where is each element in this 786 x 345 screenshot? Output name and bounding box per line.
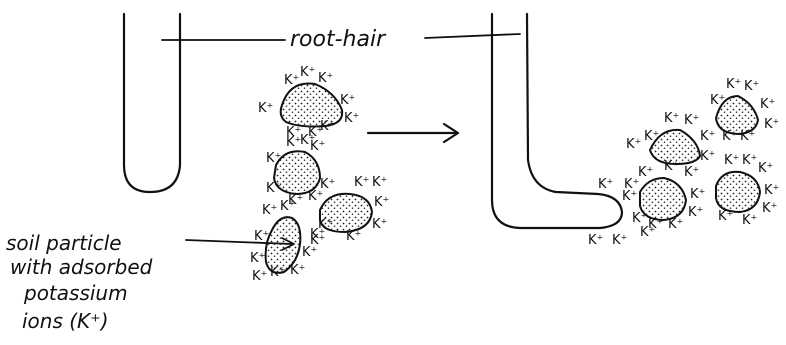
potassium-ion-label: K⁺	[622, 189, 637, 204]
potassium-ion-label: K⁺	[258, 101, 273, 116]
potassium-ion-label: K⁺	[758, 161, 773, 176]
potassium-ion-label: K⁺	[684, 113, 699, 128]
potassium-ion-label: K⁺	[612, 233, 627, 248]
potassium-ion-label: K⁺	[700, 149, 715, 164]
potassium-ion-label: K⁺	[638, 165, 653, 180]
potassium-ion-label: K⁺	[320, 177, 335, 192]
potassium-ion-label: K⁺	[688, 205, 703, 220]
potassium-ion-label: K⁺	[310, 233, 325, 248]
potassium-ion-label: K⁺	[640, 225, 655, 240]
potassium-ion-label: K⁺	[664, 111, 679, 126]
root-hair-leader-right	[425, 34, 520, 38]
potassium-ion-label: K⁺	[266, 151, 281, 166]
potassium-ion-label: K⁺	[744, 79, 759, 94]
potassium-ion-label: K⁺	[346, 229, 361, 244]
potassium-ion-label: K⁺	[372, 175, 387, 190]
potassium-ion-label: K⁺	[252, 269, 267, 284]
potassium-ion-label: K⁺	[266, 181, 281, 196]
potassium-ion-label: K⁺	[344, 111, 359, 126]
soil-label-line1: soil particle	[6, 231, 122, 255]
potassium-ion-label: K⁺	[742, 153, 757, 168]
potassium-ion-label: K⁺	[280, 199, 295, 214]
potassium-ion-label: K⁺	[742, 213, 757, 228]
potassium-ion-label: K⁺	[250, 251, 265, 266]
potassium-ion-label: K⁺	[710, 93, 725, 108]
potassium-ion-label: K⁺	[740, 129, 755, 144]
potassium-ion-label: K⁺	[684, 165, 699, 180]
potassium-ion-label: K⁺	[664, 159, 679, 174]
potassium-ion-label: K⁺	[762, 201, 777, 216]
soil-particle-right-4	[716, 172, 760, 212]
potassium-ion-label: K⁺	[254, 229, 269, 244]
potassium-ion-label: K⁺	[588, 233, 603, 248]
potassium-ion-label: K⁺	[718, 209, 733, 224]
potassium-ion-label: K⁺	[598, 177, 613, 192]
potassium-ion-label: K⁺	[724, 153, 739, 168]
potassium-ion-label: K⁺	[764, 117, 779, 132]
potassium-ion-label: K⁺	[764, 183, 779, 198]
potassium-ion-label: K⁺	[320, 119, 335, 134]
potassium-ion-label: K⁺	[354, 175, 369, 190]
potassium-ion-label: K⁺	[726, 77, 741, 92]
potassium-ion-label: K⁺	[262, 203, 277, 218]
process-arrow	[368, 124, 458, 142]
potassium-ion-label: K⁺	[372, 217, 387, 232]
potassium-ion-label: K⁺	[632, 211, 647, 226]
potassium-ion-label: K⁺	[700, 129, 715, 144]
potassium-ion-label: K⁺	[300, 65, 315, 80]
potassium-ion-label: K⁺	[722, 129, 737, 144]
potassium-ion-label: K⁺	[340, 93, 355, 108]
soil-label-line4: ions (K⁺)	[22, 309, 109, 333]
potassium-ion-label: K⁺	[318, 71, 333, 86]
potassium-ion-label: K⁺	[668, 217, 683, 232]
root-hair-label: root-hair	[290, 27, 387, 52]
potassium-ion-label: K⁺	[284, 73, 299, 88]
soil-label-line3: potassium	[23, 281, 128, 305]
potassium-ion-label: K⁺	[374, 195, 389, 210]
potassium-ion-label: K⁺	[644, 129, 659, 144]
potassium-ion-label: K⁺	[690, 187, 705, 202]
soil-label-line2: with adsorbed	[10, 255, 153, 279]
potassium-ion-label: K⁺	[760, 97, 775, 112]
potassium-ion-label: K⁺	[270, 265, 285, 280]
potassium-ion-label: K⁺	[626, 137, 641, 152]
root-hair-right	[492, 14, 622, 228]
potassium-ion-label: K⁺	[310, 139, 325, 154]
potassium-ion-label: K⁺	[290, 263, 305, 278]
